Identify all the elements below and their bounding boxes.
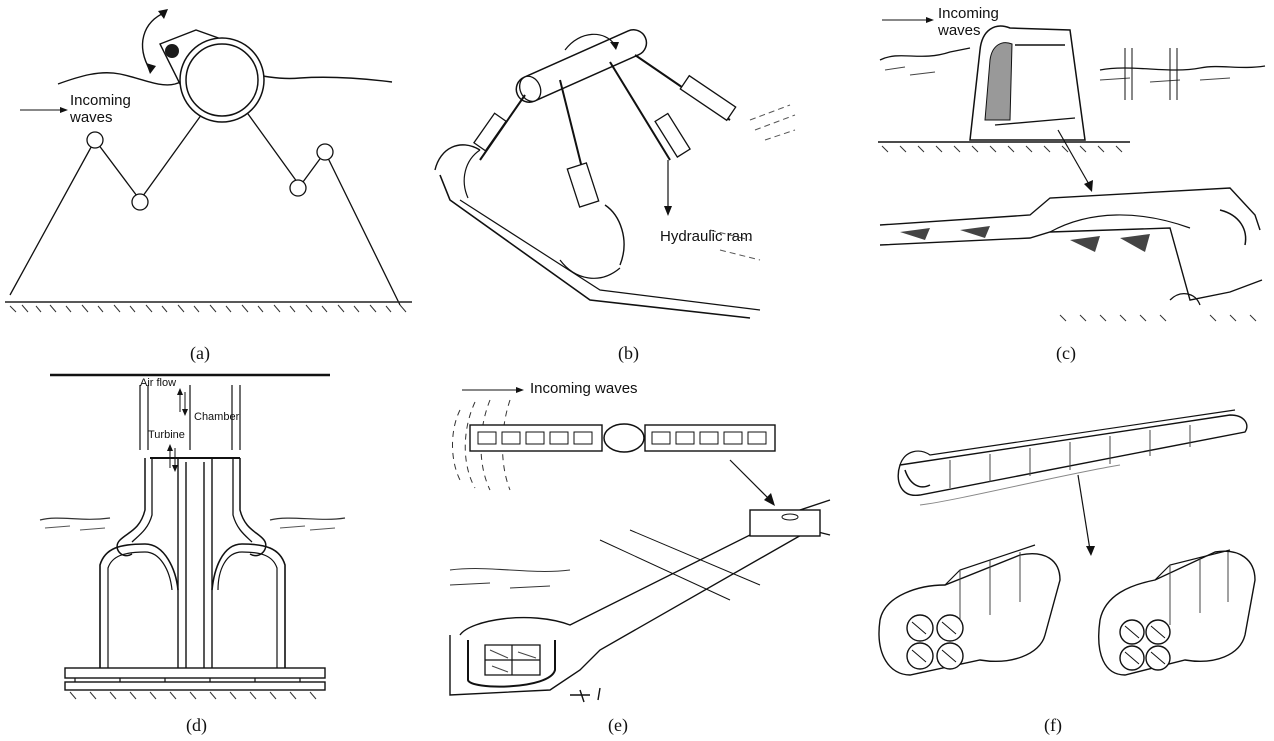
incoming-label-line2: waves [70,109,113,126]
caption-f: (f) [1044,715,1062,735]
panel-b: Hydraulic ram (b) [420,0,850,363]
caption-a: (a) [190,343,210,363]
panel-b-drawing [434,29,796,319]
incoming-waves-label-a: Incoming waves [70,92,131,126]
incoming-label-line1: Incoming [70,92,131,109]
caption-b: (b) [618,343,639,363]
panel-d: Air flow Turbine Chamber (d) [0,370,420,741]
chamber-label: Chamber [194,411,240,423]
panel-f-drawing [878,409,1256,676]
caption-e: (e) [608,715,628,735]
panel-a: Incoming waves (a) [0,0,420,363]
hydraulic-ram-label: Hydraulic ram [660,228,753,245]
incoming-waves-label-e: Incoming waves [530,380,638,397]
incoming-c-line2: waves [938,22,981,39]
panel-e: Incoming waves (e) [430,370,850,741]
panel-c-drawing [878,17,1266,322]
air-flow-label: Air flow [140,377,177,389]
caption-d: (d) [186,715,207,735]
incoming-c-line1: Incoming [938,5,999,22]
panel-d-drawing [39,373,346,700]
panel-c: Incoming waves (c) [870,0,1274,363]
panel-e-drawing [449,387,831,703]
panel-f: (f) [860,370,1274,741]
turbine-label: Turbine [148,429,185,441]
caption-c: (c) [1056,343,1076,363]
incoming-waves-label-c: Incoming waves [938,5,999,39]
panel-a-drawing [5,9,412,313]
